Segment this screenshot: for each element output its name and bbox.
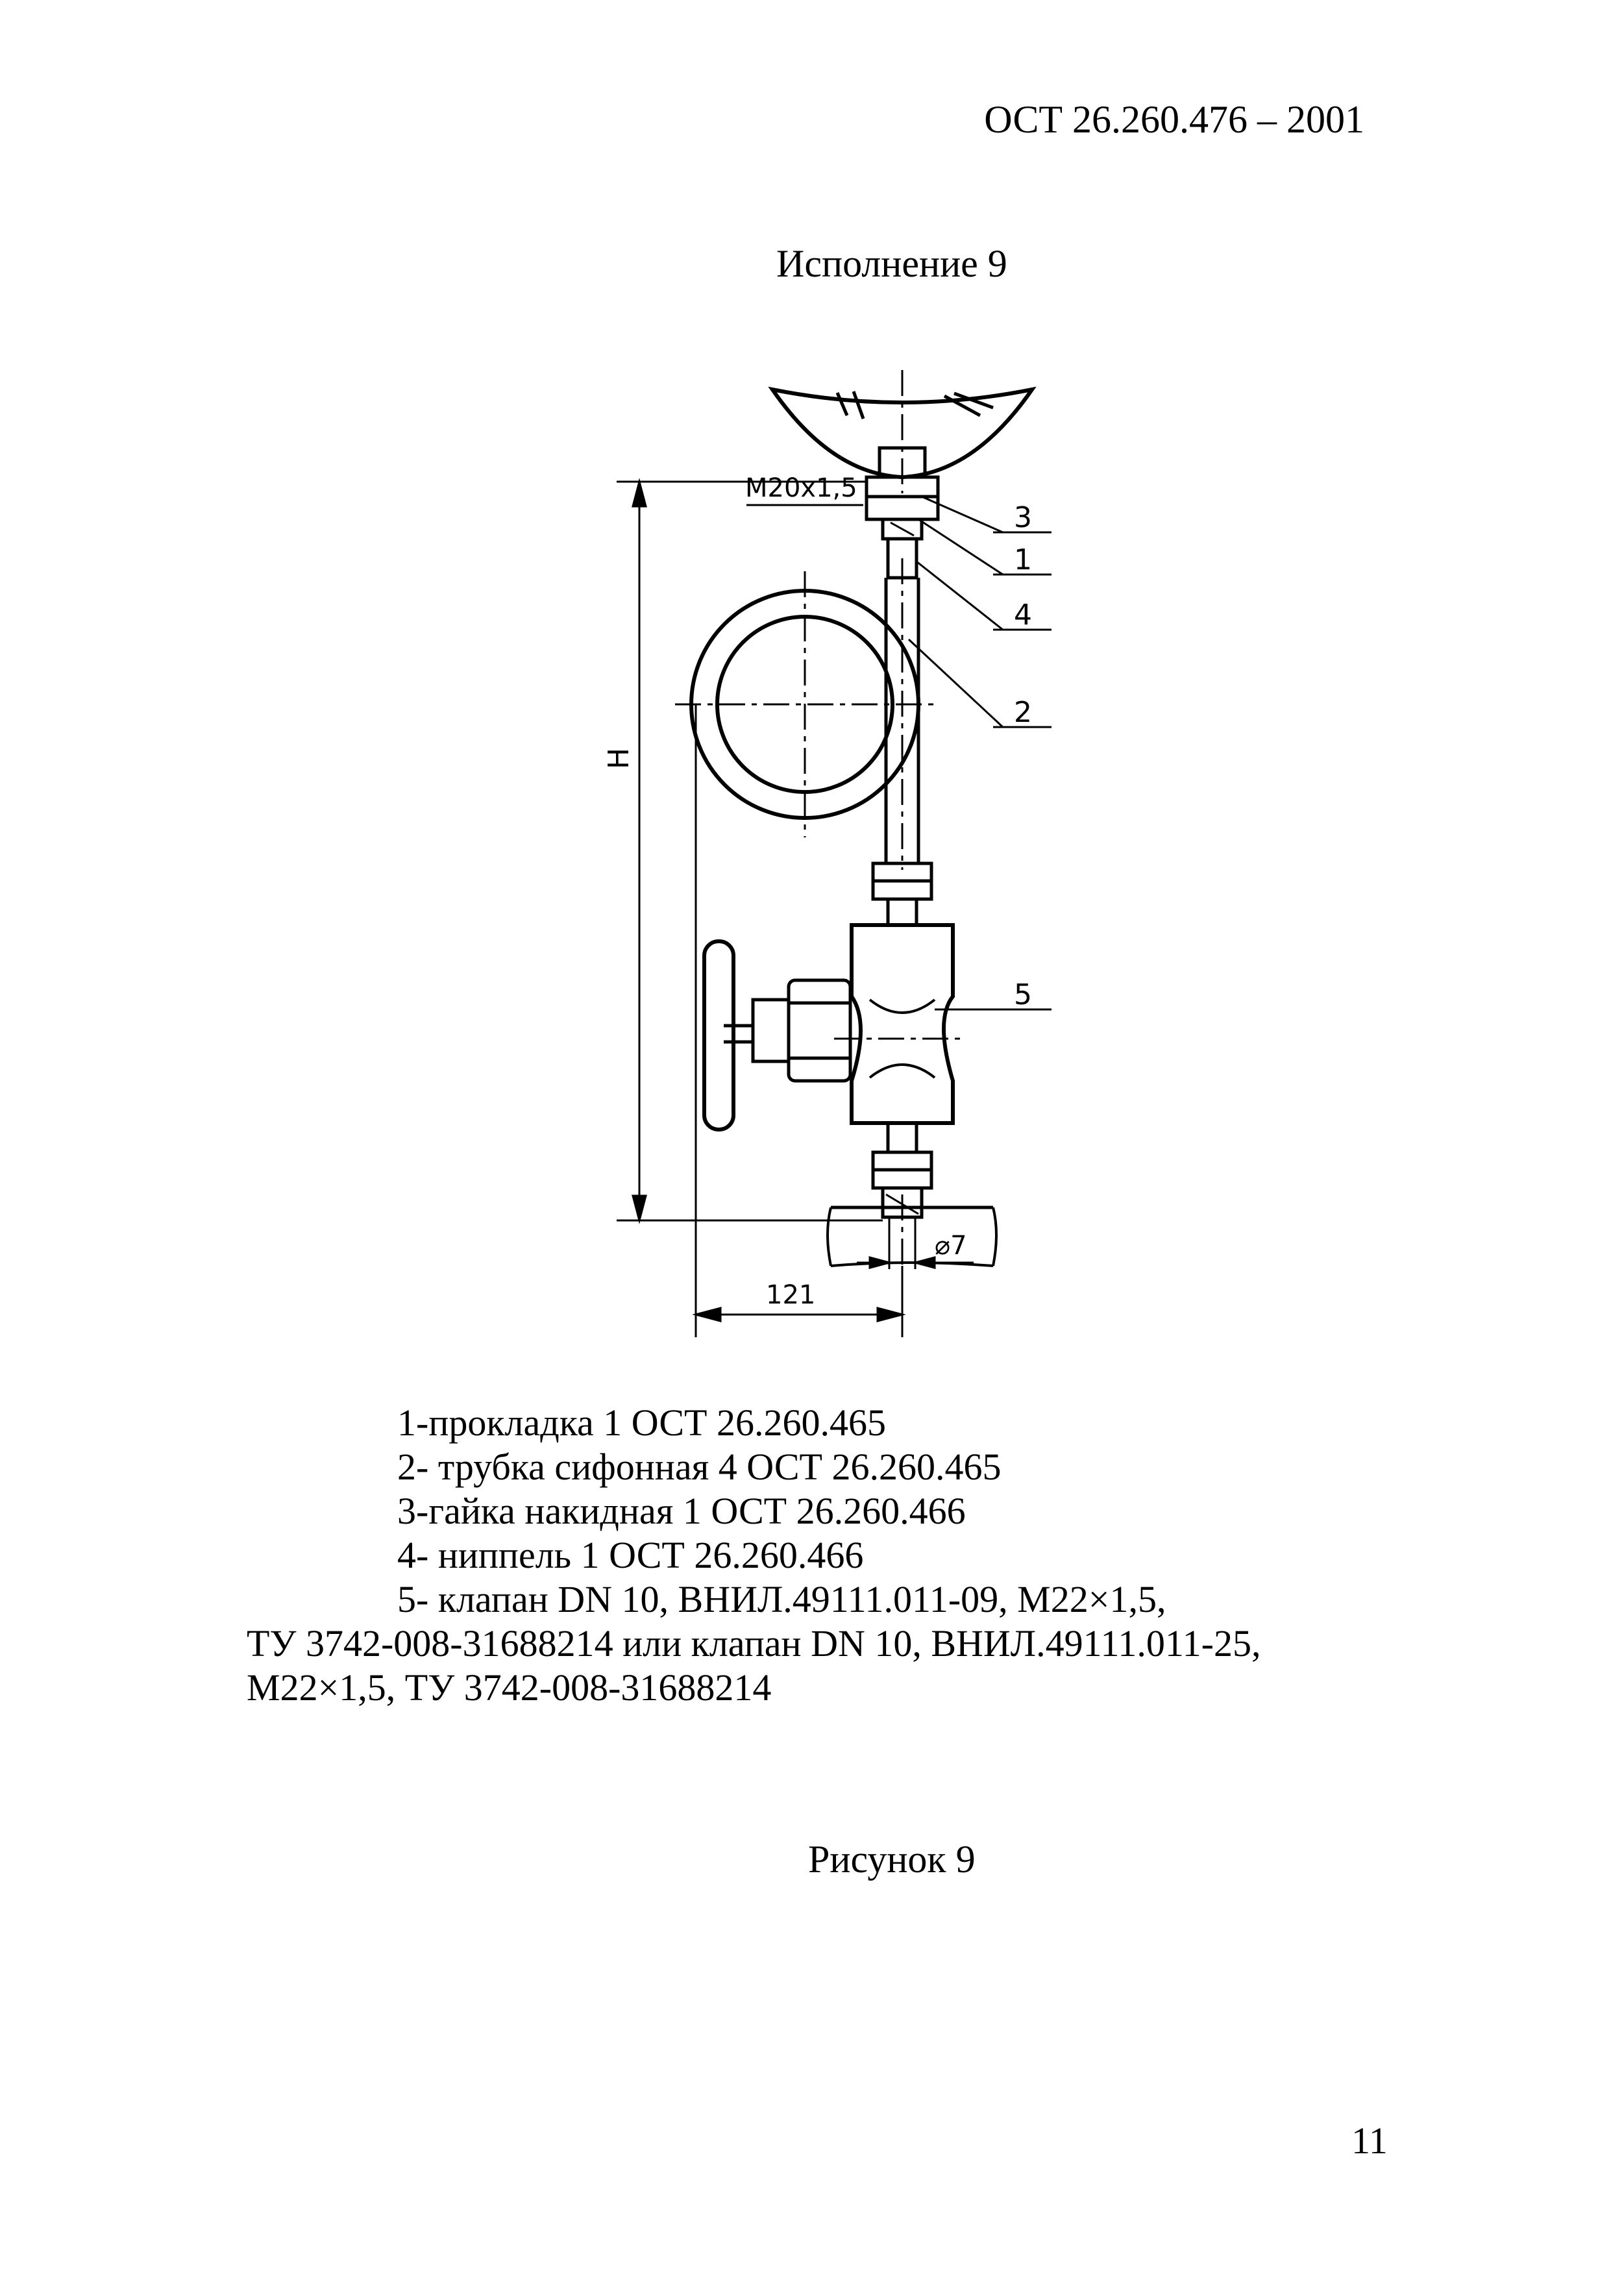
thread-label: M20x1,5	[745, 473, 857, 503]
callout-5: 5	[1014, 978, 1032, 1011]
legend-item-5-line-2: ТУ 3742-008-31688214 или клапан DN 10, В…	[247, 1622, 1261, 1664]
legend-item-1: 1-прокладка 1 ОСТ 26.260.465	[397, 1402, 886, 1444]
execution-title: Исполнение 9	[776, 242, 1007, 285]
callout-4: 4	[1014, 599, 1032, 632]
callout-1: 1	[1014, 543, 1032, 576]
leader-lines	[746, 495, 1052, 1011]
callout-3: 3	[1014, 501, 1032, 534]
diameter-label: ⌀7	[935, 1231, 967, 1261]
figure-caption: Рисунок 9	[808, 1838, 976, 1881]
width-dimension	[692, 704, 906, 1337]
legend-item-4: 4- ниппель 1 ОСТ 26.260.466	[397, 1534, 864, 1576]
height-label: H	[602, 748, 635, 769]
legend-item-5-line-3: M22×1,5, ТУ 3742-008-31688214	[247, 1666, 772, 1709]
technical-drawing: M20x1,5 3 1 4 2 5 H 121 ⌀7	[602, 370, 1052, 1337]
legend-item-5-line-1: 5- клапан DN 10, ВНИЛ.49111.011-09, M22×…	[397, 1578, 1166, 1620]
upper-coupling	[871, 861, 933, 925]
legend-item-2: 2- трубка сифонная 4 ОСТ 26.260.465	[397, 1446, 1002, 1488]
union-nut	[865, 475, 940, 541]
valve-body	[834, 923, 961, 1125]
callout-2: 2	[1014, 696, 1032, 729]
page-number: 11	[1351, 2120, 1388, 2162]
legend-item-3: 3-гайка накидная 1 ОСТ 26.260.466	[397, 1490, 966, 1532]
siphon-tube	[675, 558, 935, 870]
document-code: ОСТ 26.260.476 – 2001	[984, 98, 1364, 141]
valve-handwheel	[702, 939, 852, 1131]
width-label: 121	[766, 1280, 815, 1310]
height-dimension	[617, 478, 883, 1224]
diameter-dimension	[857, 1256, 974, 1269]
